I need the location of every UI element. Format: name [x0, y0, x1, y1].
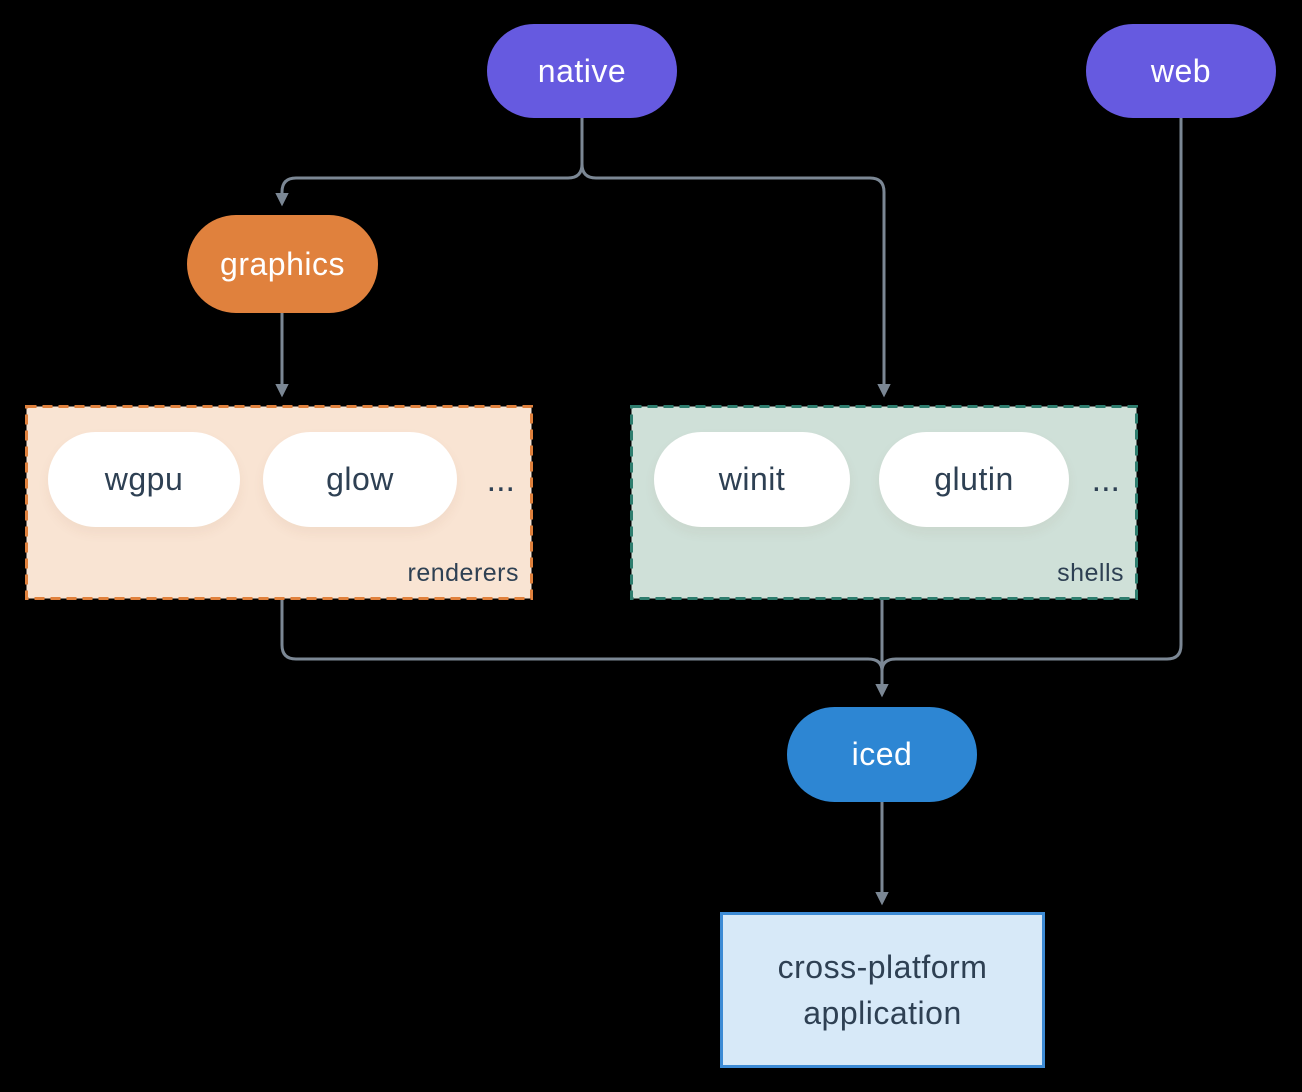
renderers-group-label: renderers: [407, 559, 519, 587]
node-wgpu-label: wgpu: [104, 461, 184, 497]
node-web: web: [1086, 24, 1276, 118]
app-label-line2: application: [803, 995, 962, 1031]
group-shells: winit glutin ... shells: [630, 405, 1138, 600]
node-cross-platform-application: cross-platform application: [720, 912, 1045, 1068]
edge-web-to-merge: [880, 118, 1183, 672]
node-glow-label: glow: [326, 461, 394, 497]
node-wgpu: wgpu: [48, 432, 240, 527]
node-winit: winit: [654, 432, 850, 527]
shells-group-label: shells: [1057, 559, 1124, 587]
edge-native-to-graphics: [275, 118, 584, 207]
node-glow: glow: [263, 432, 457, 527]
renderers-ellipsis: ...: [486, 461, 515, 499]
node-native: native: [487, 24, 677, 118]
shells-ellipsis: ...: [1091, 461, 1120, 499]
node-graphics: graphics: [187, 215, 378, 313]
edge-native-to-shells: [580, 118, 891, 398]
node-iced: iced: [787, 707, 977, 802]
node-glutin-label: glutin: [934, 461, 1014, 497]
node-graphics-label: graphics: [220, 245, 345, 282]
group-renderers: wgpu glow ... renderers: [25, 405, 533, 600]
node-glutin: glutin: [879, 432, 1069, 527]
node-web-label: web: [1150, 52, 1212, 89]
app-label-line1: cross-platform: [777, 948, 988, 985]
edge-renderers-to-merge: [280, 600, 884, 672]
node-native-label: native: [537, 52, 627, 89]
node-iced-label: iced: [851, 736, 913, 772]
node-winit-label: winit: [718, 461, 786, 497]
